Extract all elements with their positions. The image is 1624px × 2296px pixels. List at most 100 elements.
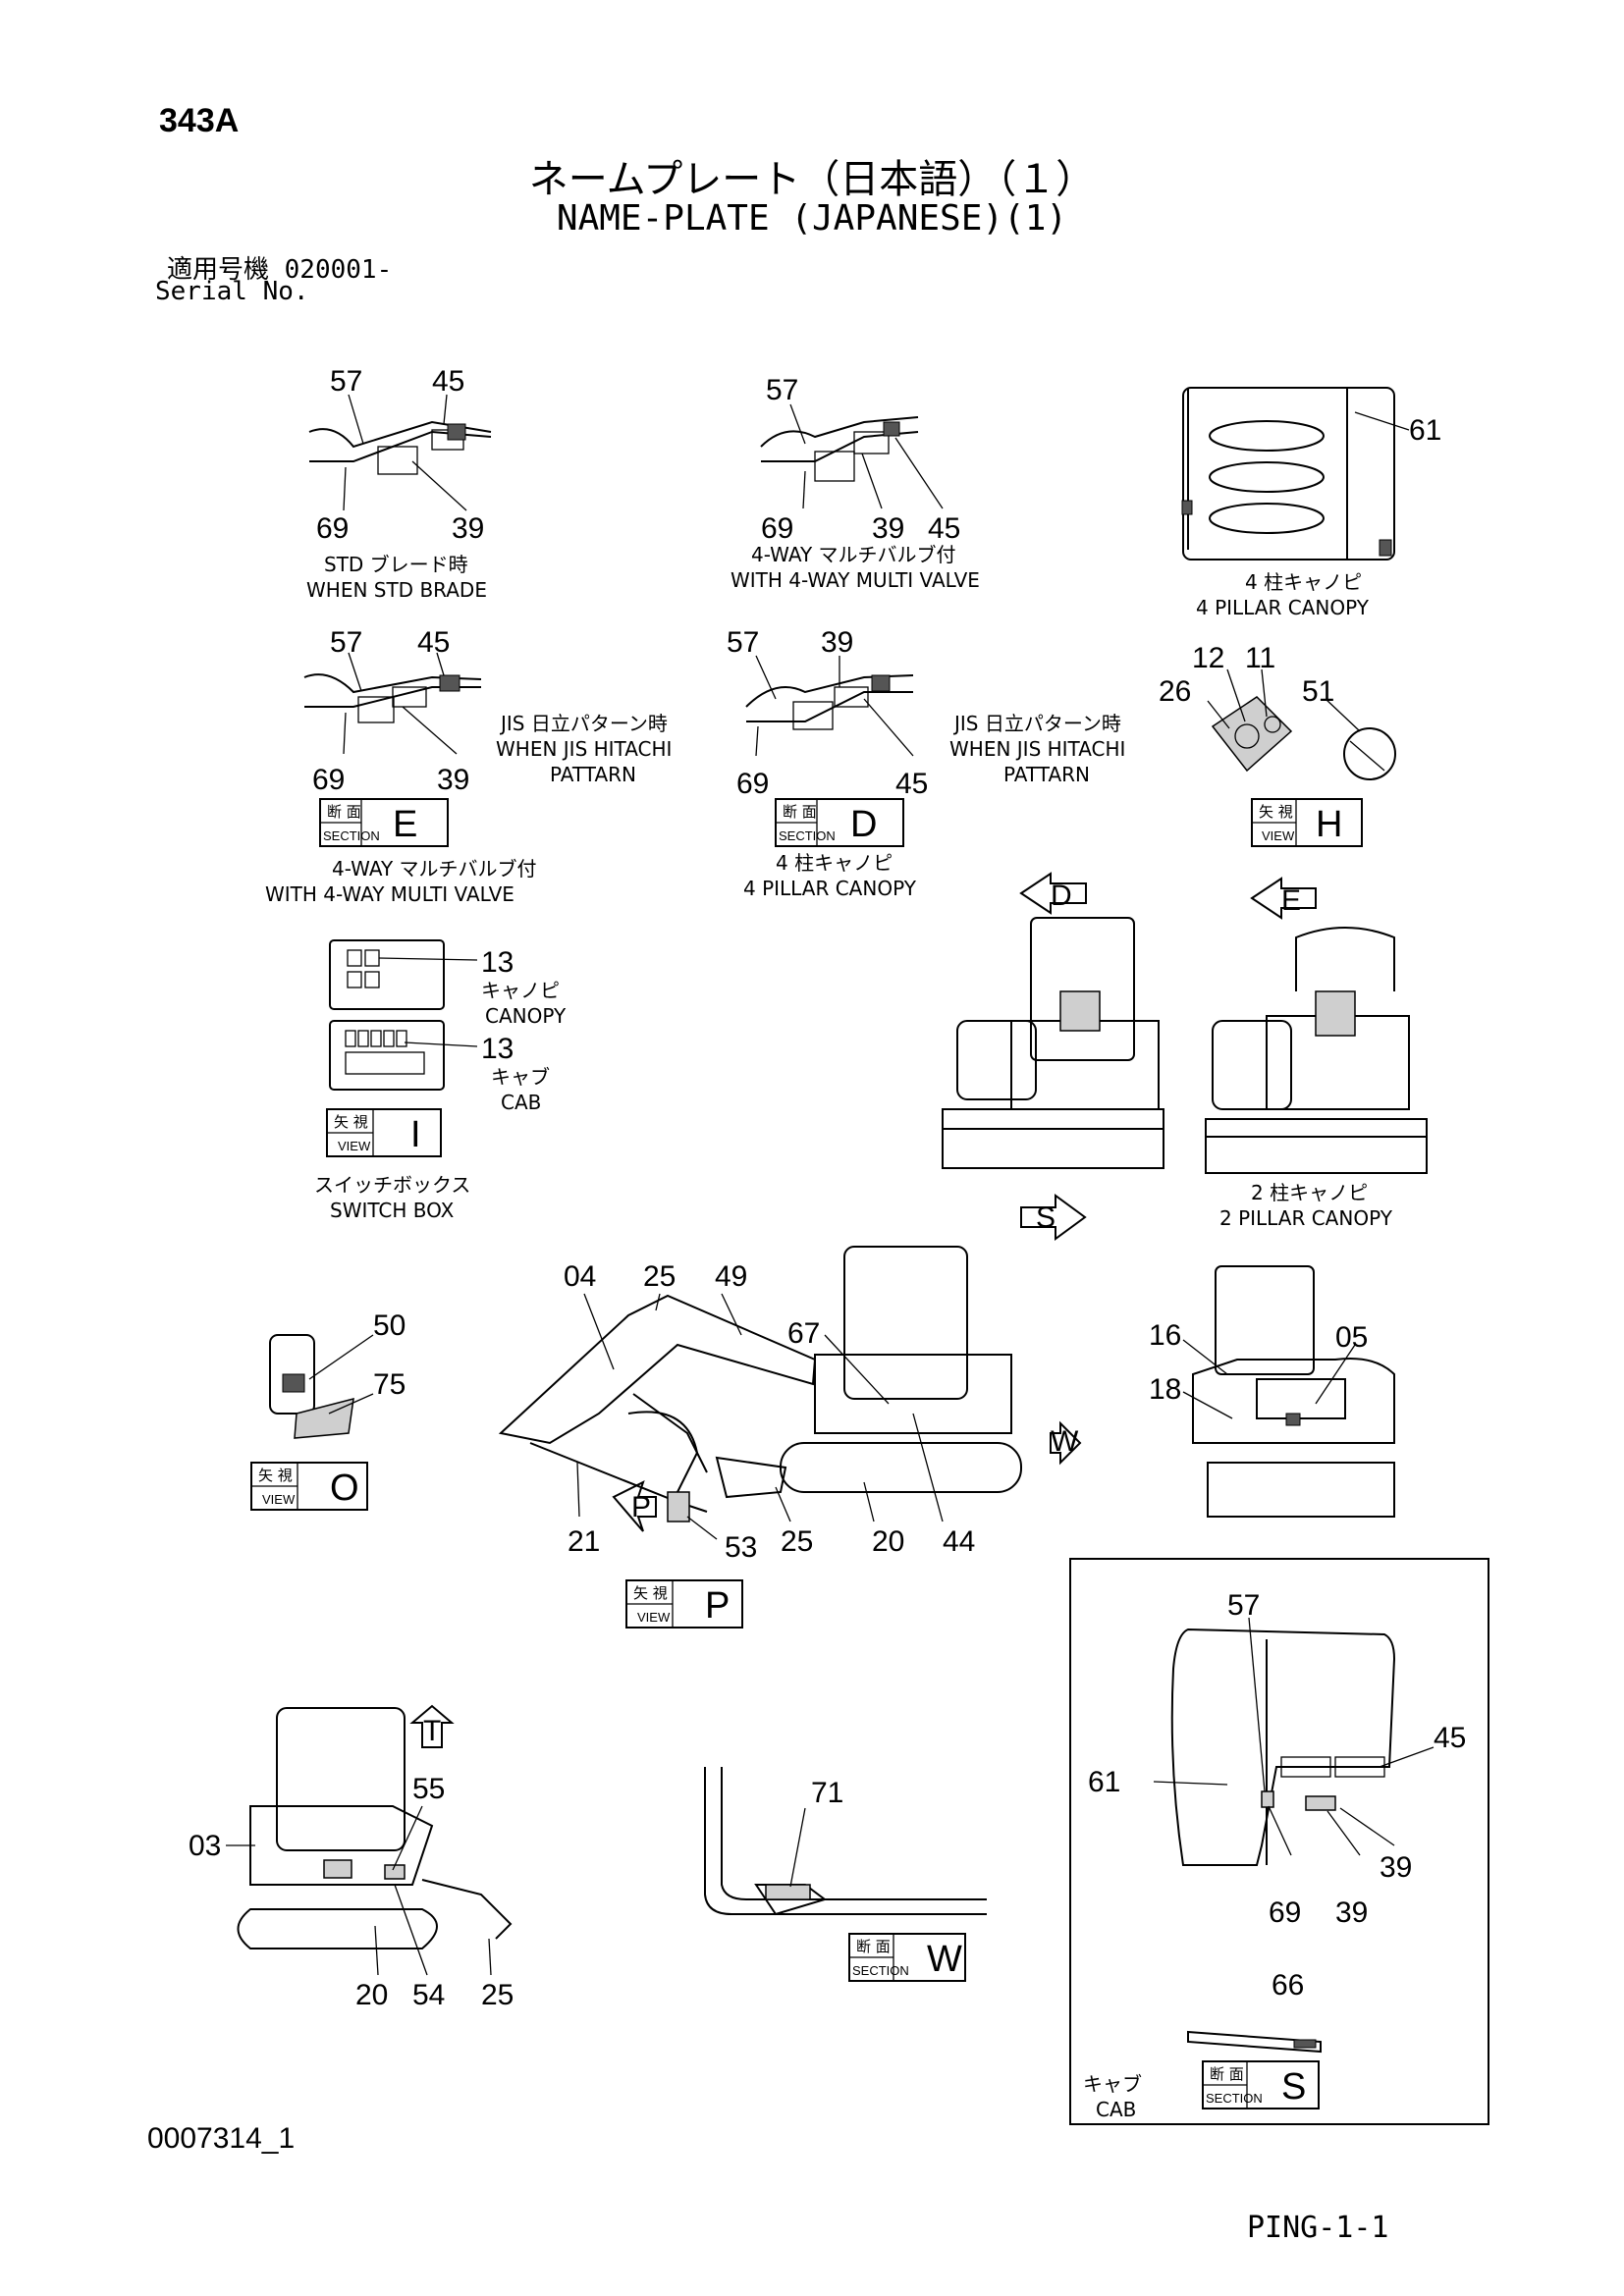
view-box-h: 矢 視 VIEW H [1251,798,1363,847]
callout-20: 20 [872,1525,904,1558]
caption-cab-jp: キャブ [491,1065,550,1089]
callout-45: 45 [928,512,960,545]
detail-multi-valve: 57 69 39 45 4-WAY マルチバルブ付 WITH 4-WAY MUL… [731,374,980,592]
callout-67: 67 [787,1317,820,1350]
callout-69: 69 [316,512,349,545]
callout-61: 61 [1088,1766,1120,1798]
section-label-en: SECTION [323,828,380,843]
callout-44: 44 [943,1525,975,1558]
view-label-jp: 矢 視 [334,1113,368,1131]
caption-canopy-jp: キャノピ [481,979,560,1002]
caption-std-blade-jp: STD ブレード時 [324,553,468,576]
detail-std-blade: 57 45 69 39 STD ブレード時 WHEN STD BRADE [306,365,492,602]
callout-66: 66 [1272,1969,1304,2002]
section-letter-s: S [1281,2066,1306,2108]
callout-20: 20 [355,1979,388,2011]
callout-21: 21 [568,1525,600,1558]
section-box-d: 断 面 SECTION D [775,798,904,847]
callout-51: 51 [1302,675,1334,708]
callout-11: 11 [1245,642,1275,674]
caption-switch-box-jp: スイッチボックス [314,1173,470,1197]
section-box-w: 断 面 SECTION W [848,1933,966,1982]
arrow-label-p: P [631,1491,651,1523]
view-letter-p: P [705,1585,730,1627]
view-label-en: VIEW [338,1139,371,1153]
caption-4-pillar-en: 4 PILLAR CANOPY [743,877,917,900]
view-box-p: 矢 視 VIEW P [625,1579,743,1629]
arrow-label-t: T [423,1715,441,1747]
caption-cab-jp: キャブ [1083,2072,1142,2096]
view-letter-h: H [1316,804,1342,845]
section-label-en: SECTION [852,1963,909,1978]
callout-57: 57 [330,626,362,659]
caption-jis-en: WHEN JIS HITACHI [496,737,672,761]
section-letter-w: W [927,1939,962,1980]
callout-55: 55 [412,1773,445,1805]
callout-39: 39 [452,512,484,545]
view-label-en: VIEW [1262,828,1295,843]
section-label-jp: 断 面 [1210,2065,1244,2083]
section-letter-d: D [850,804,877,845]
detail-view-h: 12 11 26 51 矢 視 VIEW H [1159,642,1396,847]
view-letter-i: I [410,1114,421,1155]
callout-12: 12 [1192,642,1224,674]
section-label-jp: 断 面 [783,803,817,821]
view-box-i: 矢 視 VIEW I [326,1108,442,1157]
callout-45: 45 [432,365,464,398]
section-label-jp: 断 面 [327,803,361,821]
detail-rear-views: D S E 2 柱キャノピ 2 PILLAR CANOPY [942,872,1428,1241]
page-code: 343A [159,102,240,139]
callout-45: 45 [895,768,928,800]
view-label-en: VIEW [637,1610,671,1625]
view-label-jp: 矢 視 [1259,803,1293,821]
section-label-jp: 断 面 [856,1938,891,1955]
caption-jis-en-2: PATTARN [1003,763,1090,786]
callout-49: 49 [715,1260,747,1293]
caption-4-pillar-jp: 4 柱キャノピ [1245,570,1362,594]
section-box-s: 断 面 SECTION S [1202,2060,1320,2109]
caption-switch-box-en: SWITCH BOX [330,1199,455,1222]
callout-57: 57 [727,626,759,659]
view-label-jp: 矢 視 [258,1467,293,1484]
callout-54: 54 [412,1979,445,2011]
caption-4-pillar-jp: 4 柱キャノピ [776,851,893,875]
cab-detail-frame [1069,1558,1489,2125]
arrow-label-e: E [1281,884,1301,917]
callout-03: 03 [189,1830,221,1862]
callout-69: 69 [1269,1896,1301,1929]
document-number: 0007314_1 [147,2122,296,2155]
view-box-o: 矢 視 VIEW O [250,1462,368,1511]
view-label-en: VIEW [262,1492,296,1507]
callout-69: 69 [761,512,793,545]
caption-jis-jp: JIS 日立パターン時 [499,712,668,735]
callout-16: 16 [1149,1319,1181,1352]
callout-39: 39 [1335,1896,1368,1929]
caption-cab-en: CAB [501,1091,541,1114]
callout-61: 61 [1409,414,1441,447]
callout-71: 71 [811,1777,843,1809]
caption-jis-jp: JIS 日立パターン時 [952,712,1121,735]
callout-26: 26 [1159,675,1191,708]
serial-label-jp: 適用号機 020001- [167,255,393,285]
title-english: NAME-PLATE (JAPANESE)(1) [556,198,1068,239]
callout-05: 05 [1335,1321,1368,1354]
caption-canopy-en: CANOPY [485,1004,567,1028]
arrow-label-s: S [1036,1201,1056,1234]
caption-multi-valve-en: WITH 4-WAY MULTI VALVE [731,568,980,592]
view-letter-o: O [330,1468,359,1509]
caption-std-blade-en: WHEN STD BRADE [306,578,487,602]
detail-switch-box: 13 キャノピ CANOPY 13 キャブ CAB 矢 視 VIEW I スイッ… [314,939,567,1222]
caption-multi-valve-en: WITH 4-WAY MULTI VALVE [265,882,514,906]
callout-53: 53 [725,1531,757,1564]
detail-main-excavator: W P 04 25 49 67 21 53 25 20 44 矢 視 VIEW … [498,1246,1082,1629]
caption-multi-valve-jp: 4-WAY マルチバルブ付 [332,857,537,881]
detail-canopy-roof: 61 4 柱キャノピ 4 PILLAR CANOPY [1181,387,1441,619]
arrow-label-w: W [1051,1425,1079,1458]
caption-2-pillar-jp: 2 柱キャノピ [1251,1181,1368,1204]
detail-side-view: T 03 55 20 54 25 [189,1704,514,2011]
detail-cab-view-s: 57 45 61 39 69 39 66 キャブ CAB 断 面 SECTION… [1069,1558,1489,2125]
callout-39: 39 [437,764,469,796]
callout-39: 39 [821,626,853,659]
detail-section-w: 71 断 面 SECTION W [704,1767,987,1982]
callout-39: 39 [1380,1851,1412,1884]
